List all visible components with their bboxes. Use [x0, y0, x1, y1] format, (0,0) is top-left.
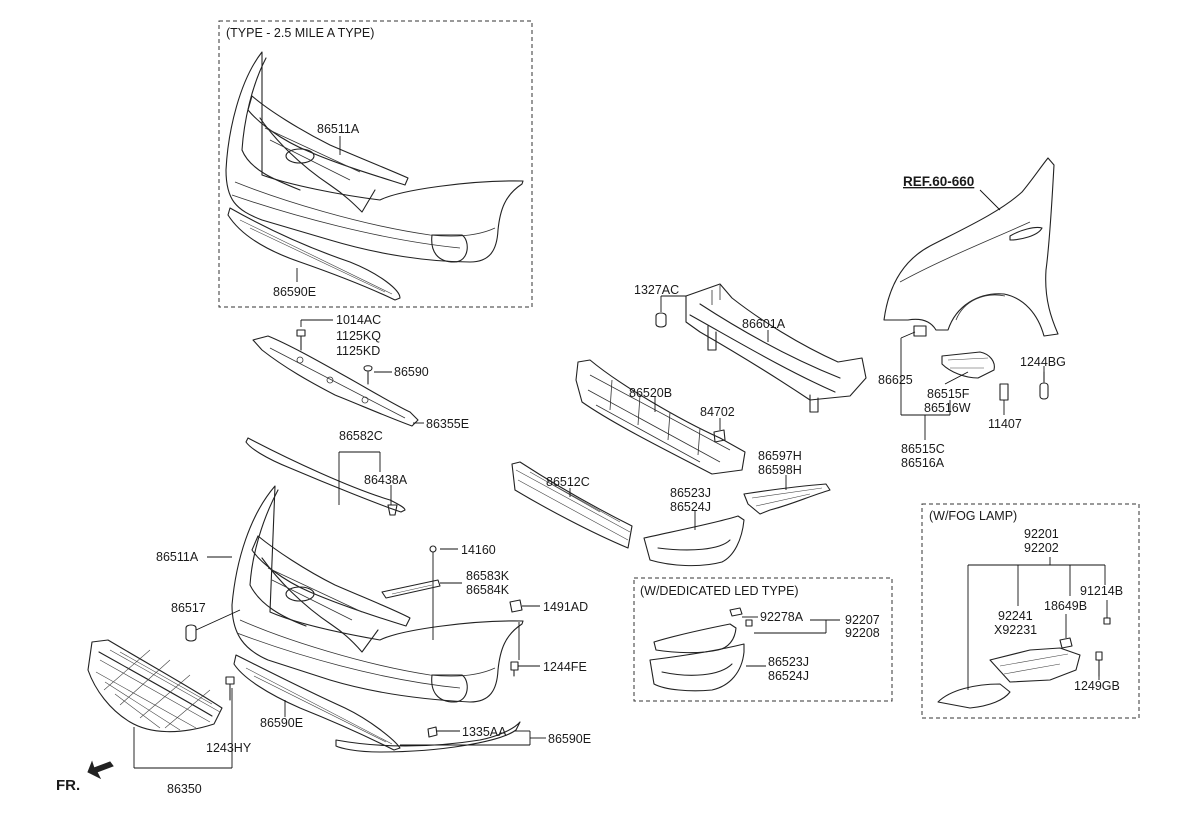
- fog-lamp-assembly: [937, 617, 1111, 709]
- label-86350: 86350: [167, 782, 202, 796]
- front-direction-label: FR.: [56, 777, 80, 794]
- label-1244FE: 1244FE: [543, 660, 587, 674]
- label-84702: 84702: [700, 405, 735, 419]
- label-86524J-led: 86524J: [768, 669, 809, 683]
- label-86516A: 86516A: [901, 456, 945, 470]
- label-86590E-right: 86590E: [548, 732, 591, 746]
- grille-86350: [87, 639, 223, 733]
- label-1243HY: 1243HY: [206, 741, 252, 755]
- label-92278A: 92278A: [760, 610, 804, 624]
- fog-lamp-box: (W/FOG LAMP): [921, 503, 1140, 719]
- type-25-mile-title: (TYPE - 2.5 MILE A TYPE): [226, 26, 374, 40]
- bumper-cover-top-drawing: [225, 51, 524, 301]
- label-1249GB: 1249GB: [1074, 679, 1120, 693]
- label-1327AC: 1327AC: [634, 283, 679, 297]
- label-86355E: 86355E: [426, 417, 469, 431]
- lower-grille-86512C: [511, 461, 633, 549]
- label-86590E-top: 86590E: [273, 285, 316, 299]
- label-X92231: X92231: [994, 623, 1037, 637]
- label-92207: 92207: [845, 613, 880, 627]
- bumper-cover-main-drawing: [231, 437, 524, 753]
- label-86515F: 86515F: [927, 387, 970, 401]
- label-1491AD: 1491AD: [543, 600, 588, 614]
- label-86582C: 86582C: [339, 429, 383, 443]
- label-86524J: 86524J: [670, 500, 711, 514]
- fog-lamp-title: (W/FOG LAMP): [929, 509, 1017, 523]
- label-1244BG: 1244BG: [1020, 355, 1066, 369]
- label-86590: 86590: [394, 365, 429, 379]
- reference-label: REF.60-660: [903, 174, 974, 189]
- energy-absorber-86520B: [575, 359, 746, 475]
- label-86597H: 86597H: [758, 449, 802, 463]
- bracket-86597H: [743, 483, 831, 515]
- fender-drawing: [883, 157, 1059, 337]
- label-86511A: 86511A: [156, 550, 199, 564]
- label-86515C: 86515C: [901, 442, 945, 456]
- label-86583K: 86583K: [466, 569, 510, 583]
- label-14160: 14160: [461, 543, 496, 557]
- label-86438A: 86438A: [364, 473, 408, 487]
- label-86516W: 86516W: [924, 401, 971, 415]
- label-86511A-top: 86511A: [317, 122, 360, 136]
- label-1125KD: 1125KD: [336, 344, 380, 358]
- label-92241: 92241: [998, 609, 1033, 623]
- label-86517: 86517: [171, 601, 206, 615]
- label-92202: 92202: [1024, 541, 1059, 555]
- dedicated-led-title: (W/DEDICATED LED TYPE): [640, 584, 799, 598]
- label-18649B: 18649B: [1044, 599, 1087, 613]
- bumper-beam-86601A: [685, 283, 867, 413]
- label-1335AA: 1335AA: [462, 725, 507, 739]
- label-92208: 92208: [845, 626, 880, 640]
- type-25-mile-box: (TYPE - 2.5 MILE A TYPE): [218, 20, 533, 308]
- garnish-86523J: [643, 515, 745, 567]
- front-direction-indicator: FR.: [56, 760, 114, 794]
- label-86520B: 86520B: [629, 386, 672, 400]
- label-92201: 92201: [1024, 527, 1059, 541]
- dedicated-led-box: (W/DEDICATED LED TYPE): [633, 577, 893, 702]
- label-86523J-led: 86523J: [768, 655, 809, 669]
- label-86523J: 86523J: [670, 486, 711, 500]
- label-86601A: 86601A: [742, 317, 786, 331]
- led-lamp-assembly: [649, 607, 753, 692]
- label-86598H: 86598H: [758, 463, 802, 477]
- label-1014AC: 1014AC: [336, 313, 381, 327]
- label-91214B: 91214B: [1080, 584, 1123, 598]
- front-arrow-icon: [87, 760, 114, 780]
- label-1125KQ: 1125KQ: [336, 329, 381, 343]
- label-86584K: 86584K: [466, 583, 510, 597]
- label-11407: 11407: [988, 417, 1022, 431]
- label-86625: 86625: [878, 373, 913, 387]
- label-86590E-lower: 86590E: [260, 716, 303, 730]
- label-86512C: 86512C: [546, 475, 590, 489]
